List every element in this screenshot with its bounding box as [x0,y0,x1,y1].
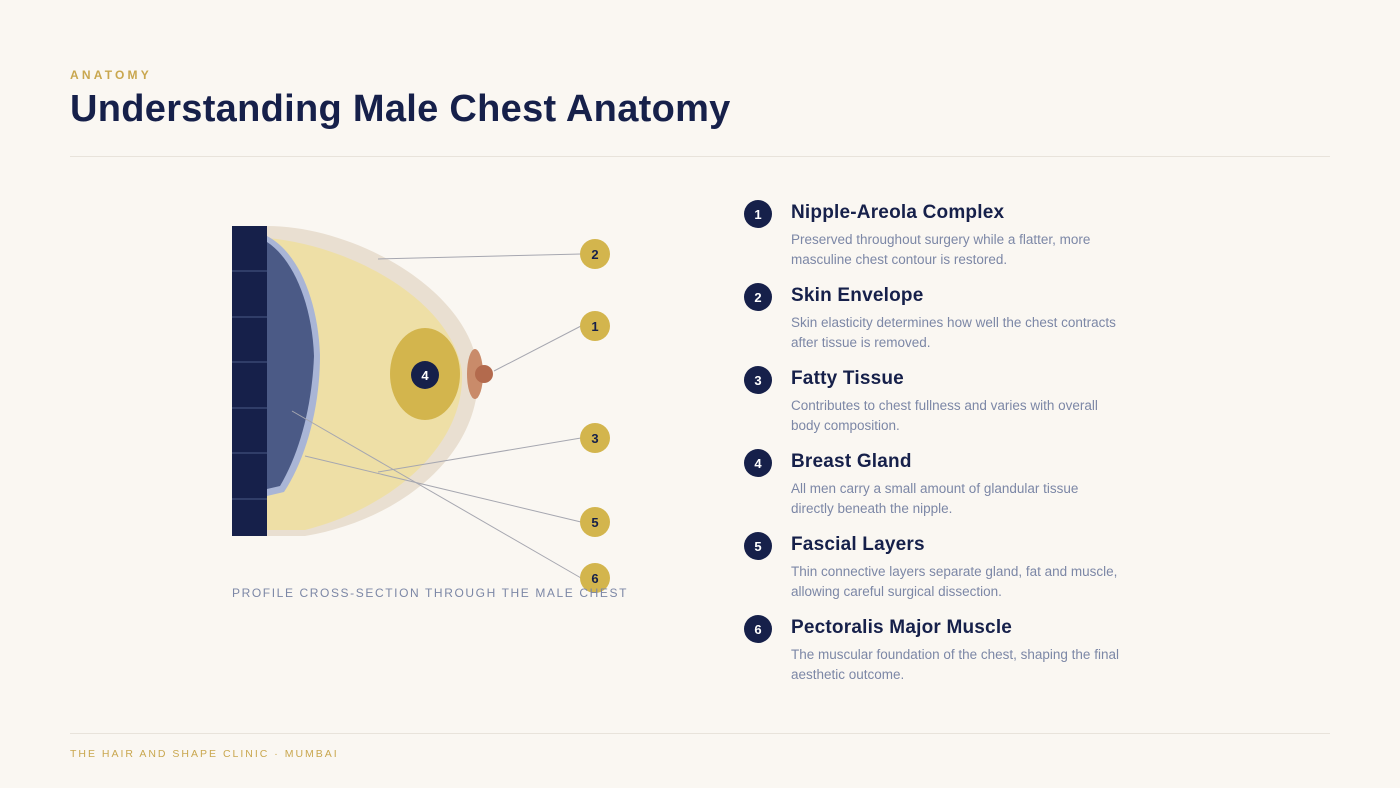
legend-item-breast-gland: 4 Breast Gland All men carry a small amo… [744,449,1124,529]
legend-number-badge: 4 [744,449,772,477]
rib-lines [232,270,267,500]
legend-item-skin-envelope: 2 Skin Envelope Skin elasticity determin… [744,283,1124,363]
marker-6-circle [580,563,610,593]
page-title: Understanding Male Chest Anatomy [70,88,731,130]
marker-1-circle [580,311,610,341]
top-divider [70,156,1330,157]
legend-item-title: Breast Gland [791,451,912,472]
marker-4-circle [411,361,439,389]
legend-item-fascial-layers: 5 Fascial Layers Thin connective layers … [744,532,1124,612]
nipple-shape [475,365,493,383]
legend-number-badge: 3 [744,366,772,394]
bottom-divider [70,733,1330,734]
legend-item-title: Fatty Tissue [791,368,904,389]
marker-2-circle [580,239,610,269]
legend-item-title: Nipple-Areola Complex [791,202,1005,223]
legend-item-title: Fascial Layers [791,534,925,555]
legend-item-fatty-tissue: 3 Fatty Tissue Contributes to chest full… [744,366,1124,446]
marker-2-label: 2 [591,247,598,262]
legend-item-description: All men carry a small amount of glandula… [791,481,1079,516]
leader-lines [291,253,582,579]
marker-5-label: 5 [591,515,598,530]
diagram-caption: PROFILE CROSS-SECTION THROUGH THE MALE C… [232,586,628,600]
marker-5-circle [580,507,610,537]
marker-6-label: 6 [591,571,598,586]
legend-item-title: Pectoralis Major Muscle [791,617,1013,638]
pectoralis-muscle-shape [267,242,314,489]
marker-3-label: 3 [591,431,598,446]
chest-wall [232,226,267,536]
legend-item-description: Preserved throughout surgery while a fla… [791,232,1091,267]
eyebrow-label: ANATOMY [70,68,152,82]
legend-item-description: The muscular foundation of the chest, sh… [791,647,1119,682]
legend-item-nipple-areola: 1 Nipple-Areola Complex Preserved throug… [744,200,1124,280]
legend-number-badge: 5 [744,532,772,560]
marker-1-label: 1 [591,319,598,334]
legend-item-description: Thin connective layers separate gland, f… [791,564,1118,599]
legend-item-title: Skin Envelope [791,285,924,306]
marker-4-label: 4 [421,368,429,383]
legend-item-pectoralis-major: 6 Pectoralis Major Muscle The muscular f… [744,615,1124,695]
fatty-tissue-shape [267,238,463,530]
legend-item-description: Skin elasticity determines how well the … [791,315,1116,350]
legend-number-badge: 6 [744,615,772,643]
marker-3-circle [580,423,610,453]
footer-clinic-name: THE HAIR AND SHAPE CLINIC · MUMBAI [70,748,339,760]
legend-number-badge: 1 [744,200,772,228]
legend-item-description: Contributes to chest fullness and varies… [791,398,1098,433]
legend-number-badge: 2 [744,283,772,311]
